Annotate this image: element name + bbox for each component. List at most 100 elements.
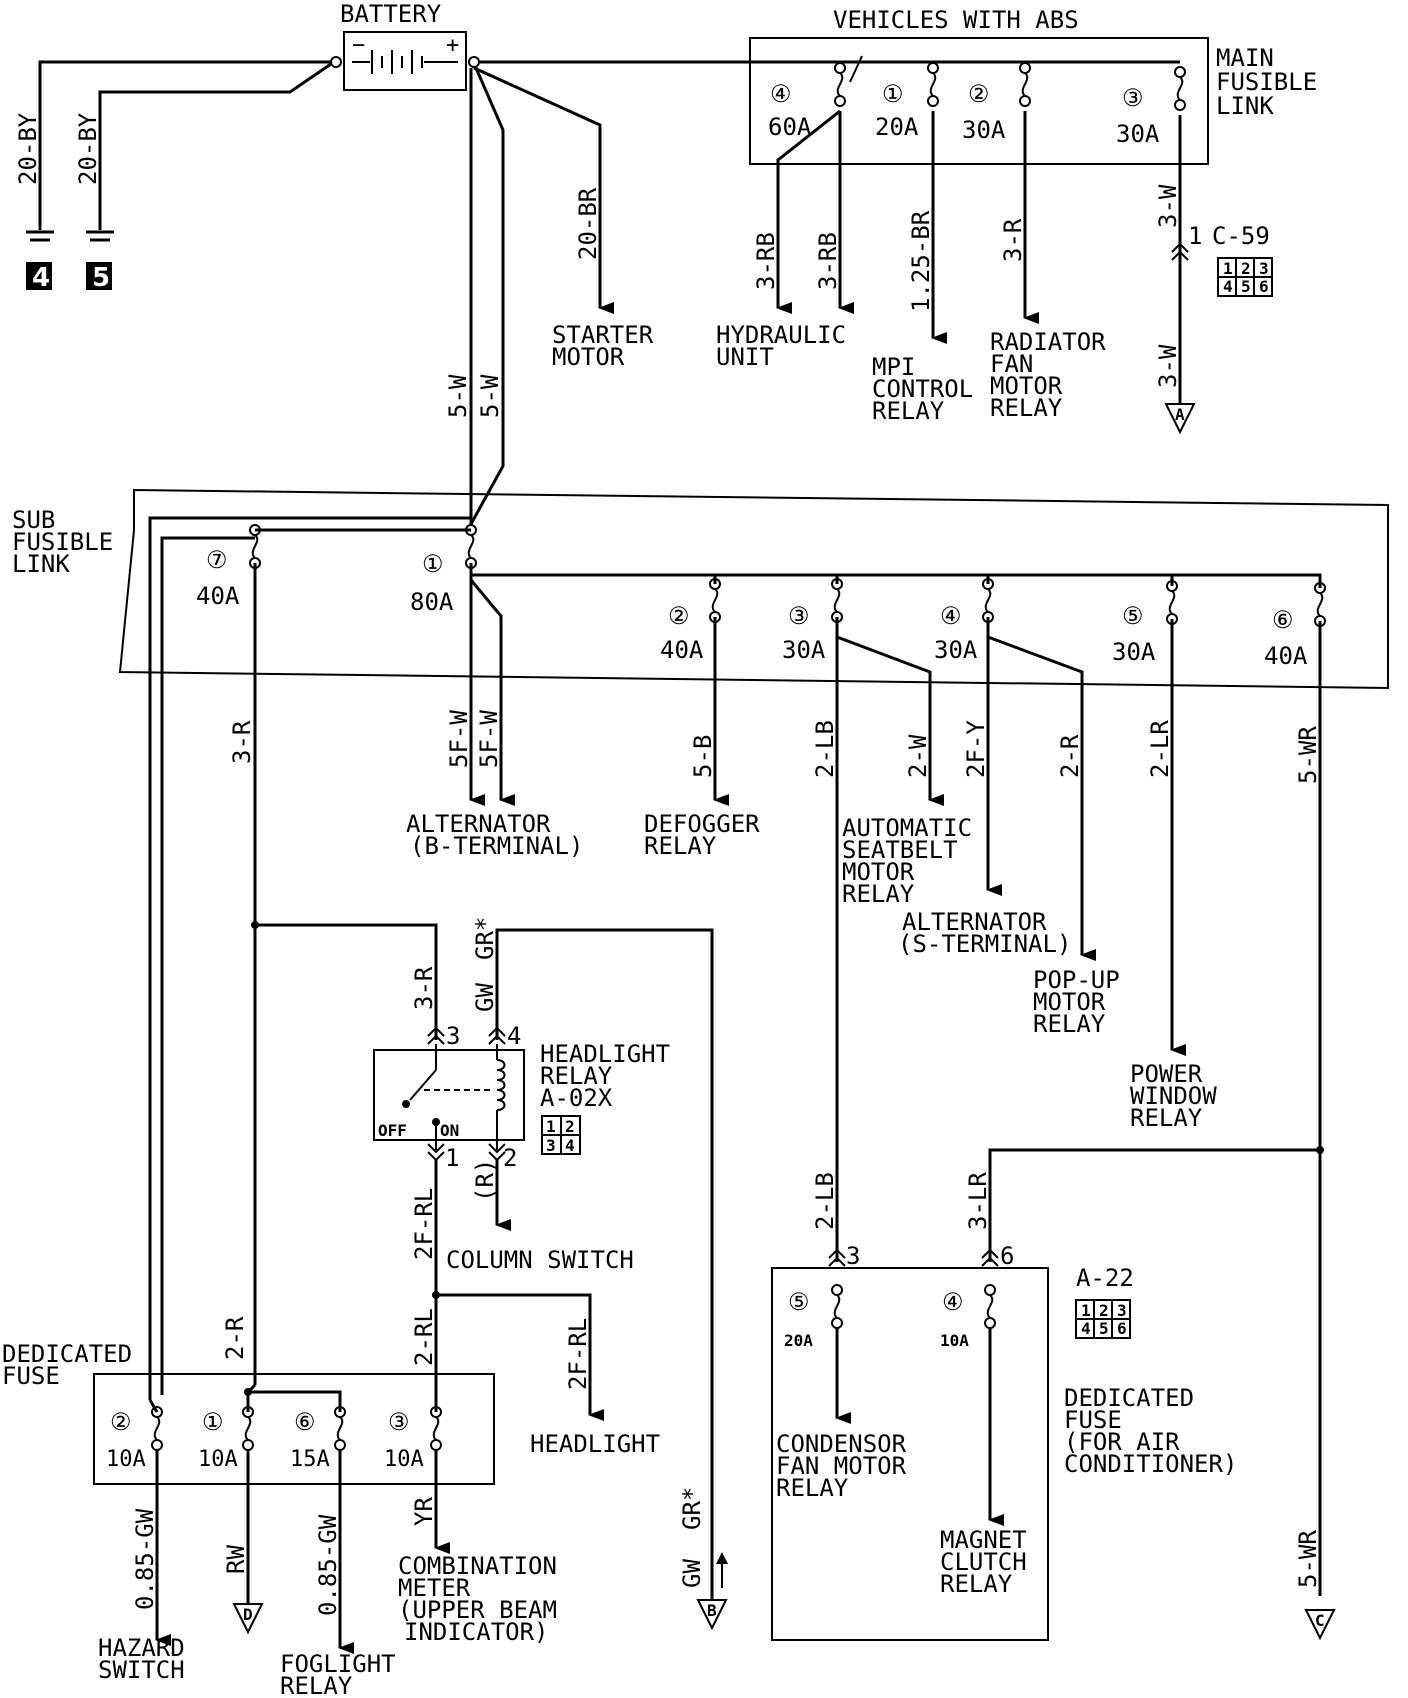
wire-label: 3-R [999, 218, 1027, 262]
dedicated-fuse-label: DEDICATED [2, 1340, 132, 1368]
sub-link-label: FUSIBLE [12, 528, 113, 556]
abs-label: VEHICLES WITH ABS [833, 6, 1079, 34]
combination-meter-label: (UPPER BEAM [398, 1596, 557, 1624]
headlight-relay-label: HEADLIGHT [540, 1040, 670, 1068]
seatbelt-label: SEATBELT [842, 836, 958, 864]
wire-label: 2-LR [1146, 720, 1174, 778]
off-label: OFF [378, 1121, 407, 1140]
terminal-letter: B [707, 1601, 717, 1620]
pin-number: 3 [446, 1022, 460, 1050]
wire-label: 5-B [689, 735, 717, 778]
wire-label: 5-W [444, 374, 472, 418]
ground-number: 5 [92, 263, 110, 293]
ac-fuse-label: CONDITIONER) [1064, 1450, 1237, 1478]
mpi-label: CONTROL [872, 375, 973, 403]
wire-label: RW [222, 1545, 250, 1574]
fuse-amperage: 40A [196, 582, 240, 610]
mpi-label: RELAY [872, 397, 945, 425]
condensor-label: CONDENSOR [776, 1430, 907, 1458]
defogger-label: DEFOGGER [644, 810, 760, 838]
foglight-label: RELAY [280, 1672, 353, 1698]
fuse-number: ⑥ [294, 1408, 316, 1436]
fuse-number: ⑤ [788, 1288, 810, 1316]
starter-label: MOTOR [552, 343, 625, 371]
pin-number: 1 [445, 1144, 459, 1172]
fuse-amperage: 30A [1112, 638, 1156, 666]
fuse-number: ② [968, 80, 990, 108]
combination-meter-label: INDICATOR) [404, 1618, 549, 1646]
ac-fuse-label: FUSE [1064, 1406, 1122, 1434]
wire-label: 3-RB [752, 232, 780, 290]
pin-number: 4 [507, 1022, 521, 1050]
wire-label: 2-LB [811, 1172, 839, 1230]
sub-link-label: SUB [12, 506, 55, 534]
wire-label: 3-LR [964, 1172, 992, 1230]
foglight-label: FOGLIGHT [280, 1650, 396, 1678]
grid-cell: 4 [1223, 277, 1233, 296]
grid-cell: 3 [1117, 1301, 1127, 1320]
fuse-amperage: 30A [962, 116, 1006, 144]
fuse-amperage: 10A [384, 1447, 424, 1472]
headlight-relay: 3 4 OFF ON 1 2 HEADLIGHT RELAY A-02X 1 2… [373, 1022, 670, 1172]
fuse-amperage: 10A [198, 1447, 238, 1472]
hazard-label: HAZARD [98, 1634, 185, 1662]
hydraulic-label: UNIT [716, 343, 774, 371]
wire-label: GW [471, 983, 499, 1012]
fuse-number: ③ [388, 1408, 410, 1436]
wire-label: YR [410, 1497, 438, 1526]
popup-label: MOTOR [1033, 988, 1106, 1016]
wire-label: 5-WR [1294, 726, 1322, 784]
grid-cell: 6 [1117, 1319, 1127, 1338]
defogger-label: RELAY [644, 832, 717, 860]
column-switch-label: COLUMN SWITCH [446, 1246, 634, 1274]
wire-label: GR* [471, 917, 499, 960]
wire-label: 2F-Y [962, 720, 990, 778]
pin-number: 6 [1000, 1242, 1014, 1270]
battery-label: BATTERY [340, 0, 442, 28]
popup-label: POP-UP [1033, 966, 1120, 994]
power-window-label: RELAY [1130, 1104, 1203, 1132]
fuse-number: ① [202, 1408, 224, 1436]
fuse-amperage: 40A [1264, 642, 1308, 670]
ac-fuse-label: (FOR AIR [1064, 1428, 1180, 1456]
headlight-relay-label: RELAY [540, 1062, 613, 1090]
pin-number: 2 [503, 1144, 517, 1172]
fuse-number: ③ [788, 602, 810, 630]
radiator-label: RELAY [990, 394, 1063, 422]
combination-meter-label: COMBINATION [398, 1552, 557, 1580]
connector-id: C-59 [1212, 222, 1270, 250]
pin-number: 1 [1188, 222, 1202, 250]
fuse-amperage: 20A [875, 113, 919, 141]
terminal-letter: A [1175, 405, 1185, 424]
wire-label: 5-WR [1294, 1530, 1322, 1588]
ground-wire-label: 20-BY [74, 112, 102, 185]
fuse-amperage: 30A [1116, 120, 1160, 148]
grid-cell: 2 [1099, 1301, 1109, 1320]
grid-cell: 3 [546, 1136, 556, 1155]
fuse-amperage: 40A [660, 636, 704, 664]
hydraulic-label: HYDRAULIC [716, 321, 846, 349]
sub-link-label: LINK [12, 550, 70, 578]
grid-cell: 5 [1241, 277, 1251, 296]
wire-label: 3-W [1154, 184, 1182, 228]
power-window-label: POWER [1130, 1060, 1203, 1088]
grid-cell: 1 [546, 1117, 556, 1136]
fuse-number: ④ [940, 602, 962, 630]
radiator-label: RADIATOR [990, 328, 1106, 356]
alternator-b-label: ALTERNATOR [406, 810, 551, 838]
fuse-amperage: 15A [290, 1447, 330, 1472]
grid-cell: 6 [1259, 277, 1269, 296]
fuse-amperage: 10A [940, 1331, 969, 1350]
ground-4: 20-BY 4 [14, 112, 54, 293]
wire-label: GW [678, 1559, 706, 1588]
popup-label: RELAY [1033, 1010, 1106, 1038]
grid-cell: 3 [1259, 259, 1269, 278]
wire-label: 5F-W [475, 710, 503, 768]
wire-label: 5-W [476, 374, 504, 418]
fuse-amperage: 80A [410, 588, 454, 616]
fuse-amperage: 20A [784, 1331, 813, 1350]
main-fusible-link: VEHICLES WITH ABS MAIN FUSIBLE LINK ④ 60… [749, 6, 1317, 165]
battery-plus: + [446, 33, 459, 58]
fuse-number: ⑦ [206, 546, 228, 574]
